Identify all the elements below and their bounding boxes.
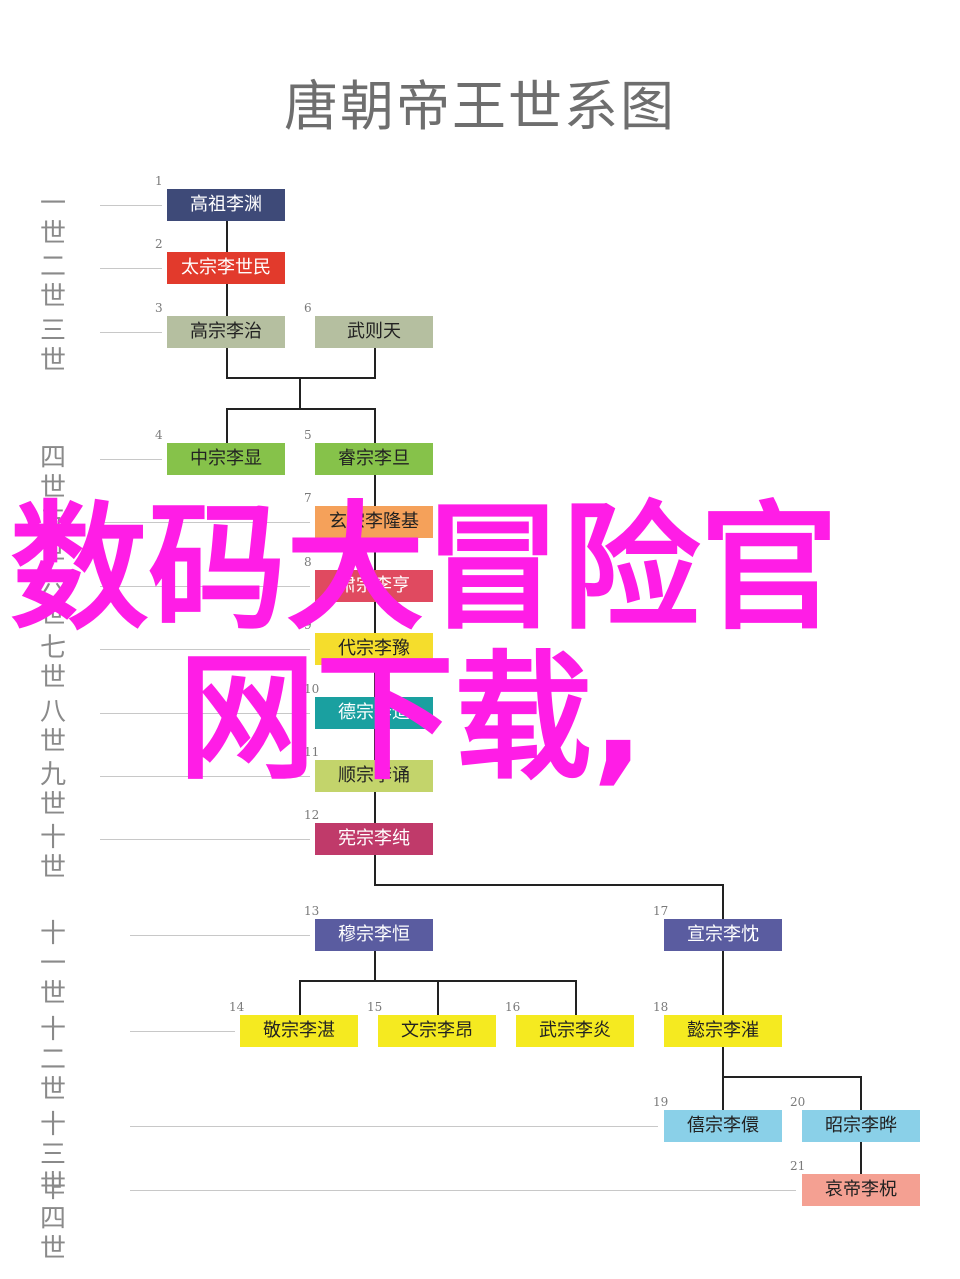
- emperor-order: 20: [790, 1095, 806, 1109]
- emperor-node: 敬宗李湛: [240, 1015, 358, 1047]
- emperor-node: 哀帝李柷: [802, 1174, 920, 1206]
- connector-line: [374, 348, 376, 378]
- emperor-order: 1: [155, 174, 163, 188]
- generation-label: 十 世: [40, 823, 73, 883]
- generation-guide: [100, 586, 310, 587]
- emperor-order: 10: [304, 682, 320, 696]
- emperor-node: 宣宗李忱: [664, 919, 782, 951]
- connector-line: [226, 408, 376, 410]
- emperor-order: 17: [653, 904, 669, 918]
- emperor-order: 14: [229, 1000, 245, 1014]
- generation-label: 三 世: [40, 316, 73, 376]
- generation-label: 二 世: [40, 252, 73, 312]
- emperor-node: 穆宗李恒: [315, 919, 433, 951]
- generation-guide: [100, 713, 310, 714]
- generation-guide: [100, 268, 162, 269]
- emperor-node: 懿宗李漼: [664, 1015, 782, 1047]
- connector-line: [860, 1077, 862, 1110]
- emperor-order: 16: [505, 1000, 521, 1014]
- emperor-node: 顺宗李诵: [315, 760, 433, 792]
- generation-guide: [100, 776, 310, 777]
- emperor-node: 僖宗李儇: [664, 1110, 782, 1142]
- generation-guide: [100, 459, 162, 460]
- connector-line: [226, 409, 228, 443]
- connector-line: [374, 884, 724, 886]
- connector-line: [722, 885, 724, 919]
- connector-line: [299, 378, 301, 409]
- generation-label: 五 世: [40, 506, 73, 566]
- generation-guide: [130, 1190, 796, 1191]
- emperor-order: 4: [155, 428, 163, 442]
- generation-guide: [100, 839, 310, 840]
- connector-line: [722, 1047, 724, 1110]
- connector-line: [299, 981, 301, 1015]
- emperor-node: 玄宗李隆基: [315, 506, 433, 538]
- emperor-order: 12: [304, 808, 320, 822]
- generation-label: 六 世: [40, 570, 73, 630]
- emperor-order: 21: [790, 1159, 806, 1173]
- generation-guide: [130, 1126, 658, 1127]
- connector-line: [226, 284, 228, 316]
- generation-guide: [100, 649, 310, 650]
- generation-label: 八 世: [40, 697, 73, 757]
- chart-title: 唐朝帝王世系图: [284, 75, 676, 138]
- emperor-node: 中宗李显: [167, 443, 285, 475]
- emperor-order: 7: [304, 491, 312, 505]
- generation-guide: [100, 205, 162, 206]
- generation-label: 十二世: [40, 1015, 73, 1105]
- emperor-node: 文宗李昂: [378, 1015, 496, 1047]
- connector-line: [374, 475, 376, 885]
- generation-guide: [130, 935, 310, 936]
- connector-line: [860, 1142, 862, 1174]
- emperor-node: 太宗李世民: [167, 252, 285, 284]
- emperor-node: 肃宗李亨: [315, 570, 433, 602]
- generation-label: 四 世: [40, 443, 73, 503]
- emperor-order: 15: [367, 1000, 383, 1014]
- emperor-node: 代宗李豫: [315, 633, 433, 665]
- generation-label: 十一世: [40, 919, 73, 1009]
- connector-line: [374, 409, 376, 443]
- emperor-node: 宪宗李纯: [315, 823, 433, 855]
- connector-line: [226, 221, 228, 252]
- emperor-node: 武宗李炎: [516, 1015, 634, 1047]
- generation-label: 七 世: [40, 633, 73, 693]
- emperor-order: 3: [155, 301, 163, 315]
- connector-line: [575, 981, 577, 1015]
- generation-label: 十三世: [40, 1110, 73, 1200]
- emperor-order: 5: [304, 428, 312, 442]
- emperor-order: 19: [653, 1095, 669, 1109]
- emperor-node: 睿宗李旦: [315, 443, 433, 475]
- connector-line: [226, 348, 228, 378]
- generation-guide: [130, 1031, 235, 1032]
- emperor-order: 13: [304, 904, 320, 918]
- emperor-order: 2: [155, 237, 163, 251]
- generation-label: 一 世: [40, 189, 73, 249]
- emperor-node: 昭宗李晔: [802, 1110, 920, 1142]
- emperor-order: 9: [304, 618, 312, 632]
- generation-label: 十四世: [40, 1174, 73, 1264]
- emperor-order: 8: [304, 555, 312, 569]
- connector-line: [374, 951, 376, 981]
- emperor-node: 高祖李渊: [167, 189, 285, 221]
- connector-line: [722, 951, 724, 1015]
- emperor-node: 武则天: [315, 316, 433, 348]
- generation-guide: [100, 522, 310, 523]
- emperor-order: 18: [653, 1000, 669, 1014]
- emperor-node: 德宗李适: [315, 697, 433, 729]
- generation-label: 九 世: [40, 760, 73, 820]
- emperor-order: 11: [304, 745, 320, 759]
- emperor-node: 高宗李治: [167, 316, 285, 348]
- connector-line: [226, 377, 376, 379]
- connector-line: [437, 981, 439, 1015]
- generation-guide: [100, 332, 162, 333]
- emperor-order: 6: [304, 301, 312, 315]
- connector-line: [722, 1076, 862, 1078]
